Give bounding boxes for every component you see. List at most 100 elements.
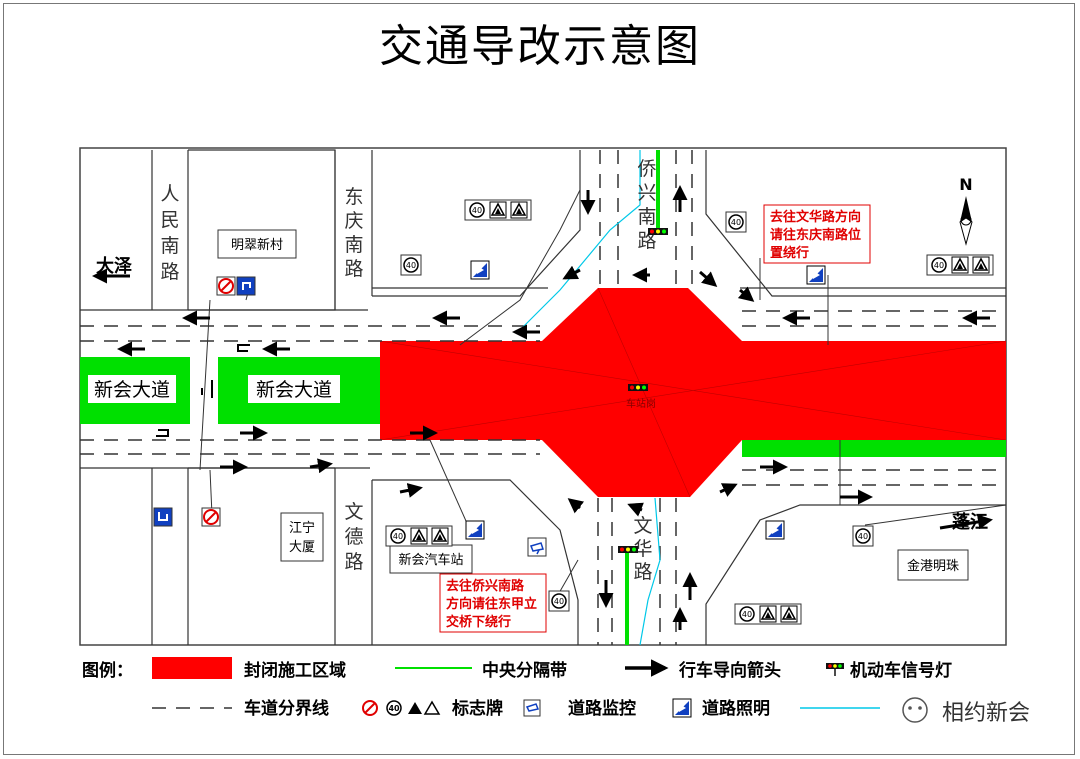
closure-hatching (379, 287, 1007, 498)
speed-limit-icon (739, 606, 755, 622)
place-jiangning-line: 大厦 (289, 540, 315, 555)
legend-lighting-icon (672, 698, 692, 718)
legend-camera: 道路监控 (568, 698, 636, 719)
legend-median: 中央分隔带 (482, 660, 567, 681)
vertical-label-char: 东 (344, 186, 363, 208)
speed-limit-icon (551, 593, 567, 609)
legend-signs: 标志牌 (452, 698, 503, 719)
vertical-label-char: 文 (633, 515, 652, 537)
vertical-label-char: 兴 (637, 182, 656, 204)
vertical-label-char: 德 (344, 526, 363, 548)
uturn-sign-icon (236, 276, 256, 296)
svg-text:去往文华路方向: 去往文华路方向 (770, 209, 861, 225)
warning-icon (951, 256, 969, 274)
road-label-wenhua: 文华路 (633, 515, 652, 583)
vertical-label-char: 侨 (637, 158, 656, 180)
sign-board-group (385, 525, 453, 547)
traffic-arrows (92, 185, 993, 630)
warning-icon (431, 527, 449, 545)
median-east (742, 440, 1006, 457)
vertical-label-char: 庆 (344, 210, 363, 232)
road-label-qiaoxing: 侨兴南路 (637, 158, 656, 252)
sign-board-group (734, 603, 802, 625)
svg-text:置绕行: 置绕行 (770, 245, 809, 261)
vertical-label-char: 路 (633, 561, 652, 583)
vertical-label-char: 路 (637, 230, 656, 252)
svg-text:请往东庆南路位: 请往东庆南路位 (770, 227, 861, 243)
place-mingcui: 明翠新村 (231, 237, 283, 253)
place-jingang: 金港明珠 (907, 558, 959, 574)
direction-dazhe: 大泽 (96, 255, 132, 277)
road-lighting-icon (765, 520, 785, 540)
warning-icon (972, 256, 990, 274)
svg-text:方向请往东甲立: 方向请往东甲立 (446, 596, 537, 612)
uturn-sign-icon (153, 507, 173, 527)
svg-text:相约新会: 相约新会 (942, 701, 1030, 726)
place-bus-station: 新会汽车站 (398, 552, 463, 568)
speed-limit-icon (931, 257, 947, 273)
no-uturn-sign-icon (201, 507, 221, 527)
main-road-labels: 新会大道 新会大道 (88, 375, 340, 403)
single-speed-signs (400, 211, 874, 612)
warning-icon (489, 201, 507, 219)
speed-limit-icon (728, 214, 744, 230)
diagram-frame (3, 3, 1075, 755)
road-lighting-icon (806, 265, 826, 285)
legend-signal: 机动车信号灯 (850, 660, 952, 681)
warning-icon (759, 605, 777, 623)
warning-icon (780, 605, 798, 623)
vertical-label-char: 路 (344, 551, 363, 573)
warning-icon (410, 527, 428, 545)
vertical-label-char: 文 (344, 501, 363, 523)
legend-lane-line: 车道分界线 (244, 698, 329, 719)
legend-arrow: 行车导向箭头 (678, 660, 781, 681)
svg-text:去往侨兴南路: 去往侨兴南路 (446, 578, 525, 594)
vertical-label-char: 民 (160, 209, 179, 231)
detour-note-ne: 去往文华路方向 请往东庆南路位 置绕行 (763, 204, 871, 264)
watermark: 相约新会 (902, 694, 1048, 726)
compass-icon: N (959, 175, 973, 246)
arrow-pengjiang (939, 514, 993, 530)
legend-sign-icons (362, 700, 441, 716)
road-label-main-west: 新会大道 (94, 379, 170, 401)
place-jiangning-line: 江宁 (289, 520, 315, 536)
vertical-label-char: 人 (160, 183, 179, 205)
speed-limit-icon (855, 528, 871, 544)
camera-icon (527, 537, 547, 557)
signal-light-icon (618, 546, 638, 553)
road-lighting-icon (470, 260, 490, 280)
sign-board-group (464, 199, 532, 221)
vertical-label-char: 路 (344, 258, 363, 280)
sign-board-group (926, 254, 994, 276)
direction-pengjiang: 蓬江 (952, 512, 988, 533)
warning-icon (510, 201, 528, 219)
speed-limit-icon (403, 257, 419, 273)
no-uturn-sign-icon (216, 276, 236, 296)
road-label-wende: 文德路 (344, 501, 363, 573)
legend-signal-icon (826, 663, 844, 676)
vertical-label-char: 南 (344, 234, 363, 256)
vertical-label-char: 华 (633, 538, 652, 560)
legend-camera-icon (523, 699, 541, 717)
legend-closure: 封闭施工区域 (244, 660, 346, 681)
road-label-dongqing: 东庆南路 (344, 186, 363, 280)
signal-light-icon (628, 384, 648, 391)
legend: 图例： 封闭施工区域 中央分隔带 行车导向箭头 机动车信号灯 车道分界线 标志牌… (82, 657, 952, 719)
svg-text:N: N (959, 175, 972, 194)
signal-light-icon (648, 228, 668, 235)
legend-lighting: 道路照明 (702, 698, 770, 719)
uturn-arrows (156, 344, 250, 437)
svg-text:交桥下绕行: 交桥下绕行 (446, 614, 511, 630)
vertical-label-char: 路 (160, 261, 179, 283)
speed-limit-icon (469, 202, 485, 218)
legend-closure-swatch (152, 657, 232, 679)
speed-limit-icon (390, 528, 406, 544)
lighting-lines (519, 150, 661, 646)
diagram-title: 交通导改示意图 (379, 21, 701, 72)
station-post-label: 车站岗 (626, 397, 656, 410)
vertical-label-char: 南 (160, 235, 179, 257)
